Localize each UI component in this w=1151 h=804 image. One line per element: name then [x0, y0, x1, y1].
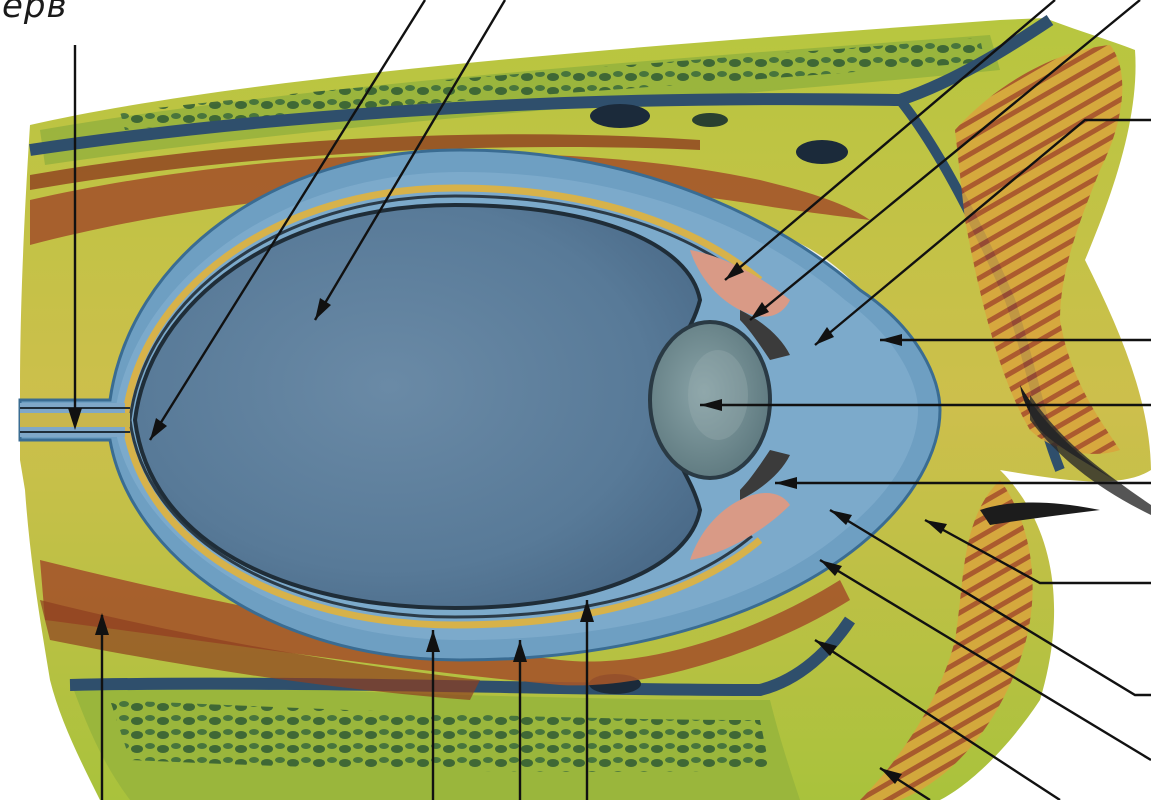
corner-label: ерв: [2, 0, 68, 26]
lens: [650, 322, 770, 478]
